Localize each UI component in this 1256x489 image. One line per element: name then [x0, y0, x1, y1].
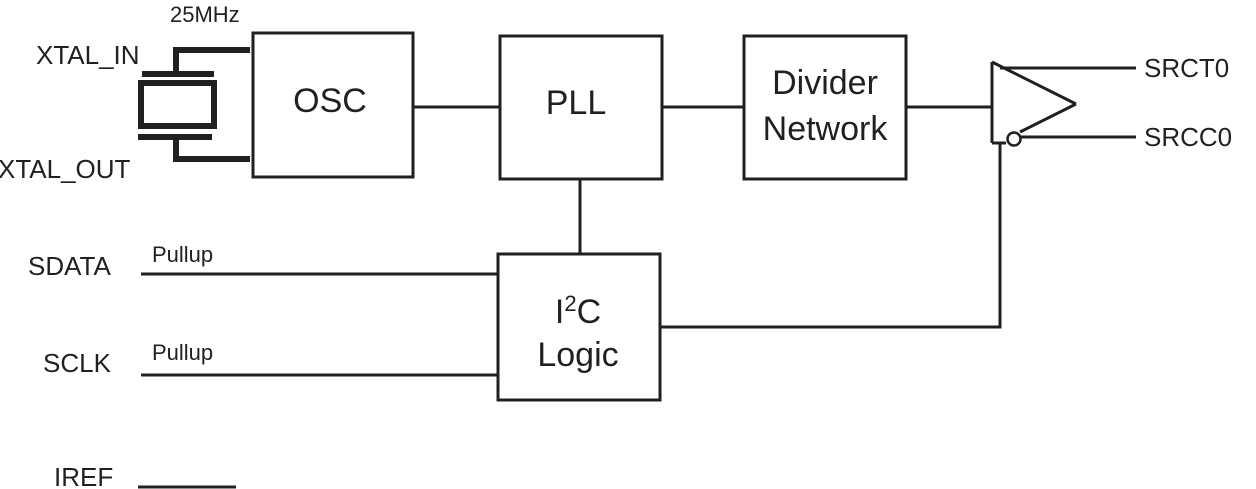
pll-box: [498, 34, 664, 181]
divider-network-block: Divider Network: [742, 34, 908, 181]
i2c-label-line2: Logic: [537, 336, 618, 374]
xtal-in-wire: [173, 47, 250, 74]
osc-label: OSC: [293, 82, 367, 120]
i2c-label-base: I: [555, 293, 564, 331]
divider-label-line2: Network: [763, 110, 889, 148]
pin-label-srct0: SRCT0: [1144, 53, 1229, 83]
i2c-to-buffer-wire: [660, 143, 1002, 329]
differential-buffer-icon: [990, 60, 1077, 147]
pll-label: PLL: [546, 84, 607, 122]
divider-label-line1: Divider: [772, 64, 878, 102]
pin-label-sclk: SCLK: [43, 348, 112, 378]
divider-box: [742, 34, 908, 181]
crystal-frequency-label: 25MHz: [170, 2, 240, 27]
pll-block: PLL: [498, 34, 664, 181]
pin-label-iref: IREF: [54, 462, 113, 489]
osc-box: [251, 31, 415, 179]
crystal-body: [138, 80, 217, 129]
i2c-logic-block: I2C Logic: [496, 252, 662, 402]
i2c-label-tail: C: [577, 293, 602, 331]
buffer-lower-edge: [1019, 102, 1077, 134]
i2c-label-line1: I2C: [555, 291, 601, 331]
pin-label-srcc0: SRCC0: [1144, 122, 1232, 152]
pin-label-sdata: SDATA: [28, 251, 111, 281]
pin-label-xtal-in: XTAL_IN: [36, 40, 140, 70]
osc-block: OSC: [251, 31, 415, 179]
pin-label-xtal-out: XTAL_OUT: [0, 154, 131, 184]
sclk-pullup-annotation: Pullup: [152, 340, 213, 365]
inversion-bubble-icon: [1006, 131, 1022, 147]
i2c-label-superscript: 2: [564, 291, 576, 316]
crystal-icon: [138, 47, 250, 162]
xtal-out-wire: [173, 137, 250, 162]
sdata-pullup-annotation: Pullup: [152, 242, 213, 267]
